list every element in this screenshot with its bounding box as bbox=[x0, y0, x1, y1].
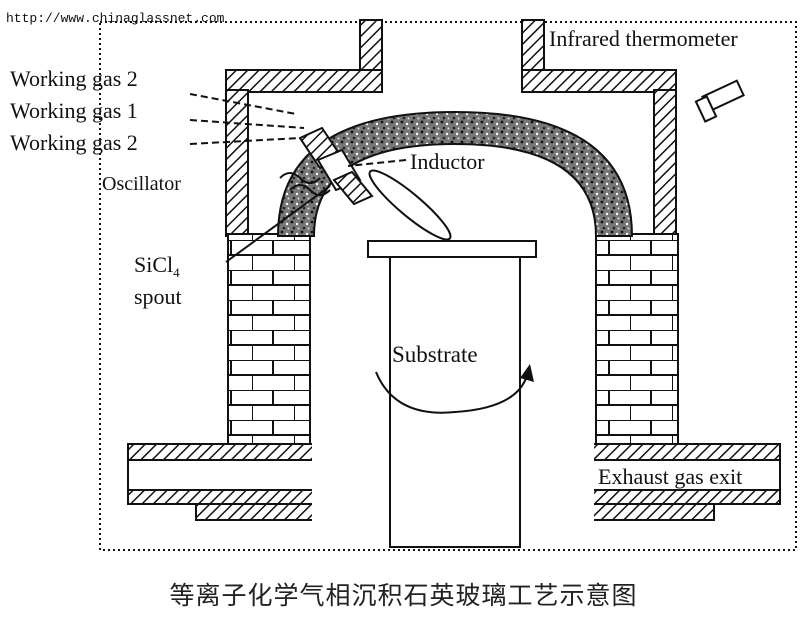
left-brick-wall bbox=[227, 233, 311, 445]
plasma-torch bbox=[279, 126, 452, 241]
watermark-url: http://www.chinaglassnet.com bbox=[6, 11, 225, 26]
label-infrared-thermometer: Infrared thermometer bbox=[549, 26, 738, 51]
label-working-gas-1: Working gas 1 bbox=[10, 98, 138, 123]
substrate-top-plate bbox=[367, 240, 537, 258]
substrate-rod bbox=[389, 256, 521, 548]
figure-caption: 等离子化学气相沉积石英玻璃工艺示意图 bbox=[169, 581, 638, 610]
label-inductor: Inductor bbox=[410, 149, 485, 174]
infrared-thermometer-icon bbox=[694, 79, 745, 123]
label-sicl4-subscript: 4 bbox=[173, 265, 180, 280]
label-exhaust-gas-exit: Exhaust gas exit bbox=[598, 464, 742, 489]
leader-inductor bbox=[347, 159, 407, 167]
label-sicl4: SiCl4 bbox=[134, 252, 180, 280]
label-spout: spout bbox=[134, 284, 182, 309]
label-oscillator: Oscillator bbox=[102, 173, 181, 195]
spout-line bbox=[225, 185, 331, 263]
deposit-arch bbox=[276, 110, 634, 237]
enclosure-outline bbox=[99, 21, 797, 551]
rotation-arrowhead bbox=[520, 364, 534, 382]
leader-working-gas-2-top bbox=[189, 93, 297, 115]
hood-housing bbox=[225, 19, 677, 237]
right-brick-wall bbox=[595, 233, 679, 445]
label-sicl4-main: SiCl bbox=[134, 252, 173, 277]
leader-working-gas-1 bbox=[189, 119, 305, 129]
label-working-gas-2-top: Working gas 2 bbox=[10, 66, 138, 91]
label-substrate: Substrate bbox=[392, 342, 478, 367]
label-working-gas-2-bottom: Working gas 2 bbox=[10, 130, 138, 155]
leader-working-gas-2-bottom bbox=[189, 137, 301, 145]
rotation-arrow bbox=[375, 371, 529, 414]
